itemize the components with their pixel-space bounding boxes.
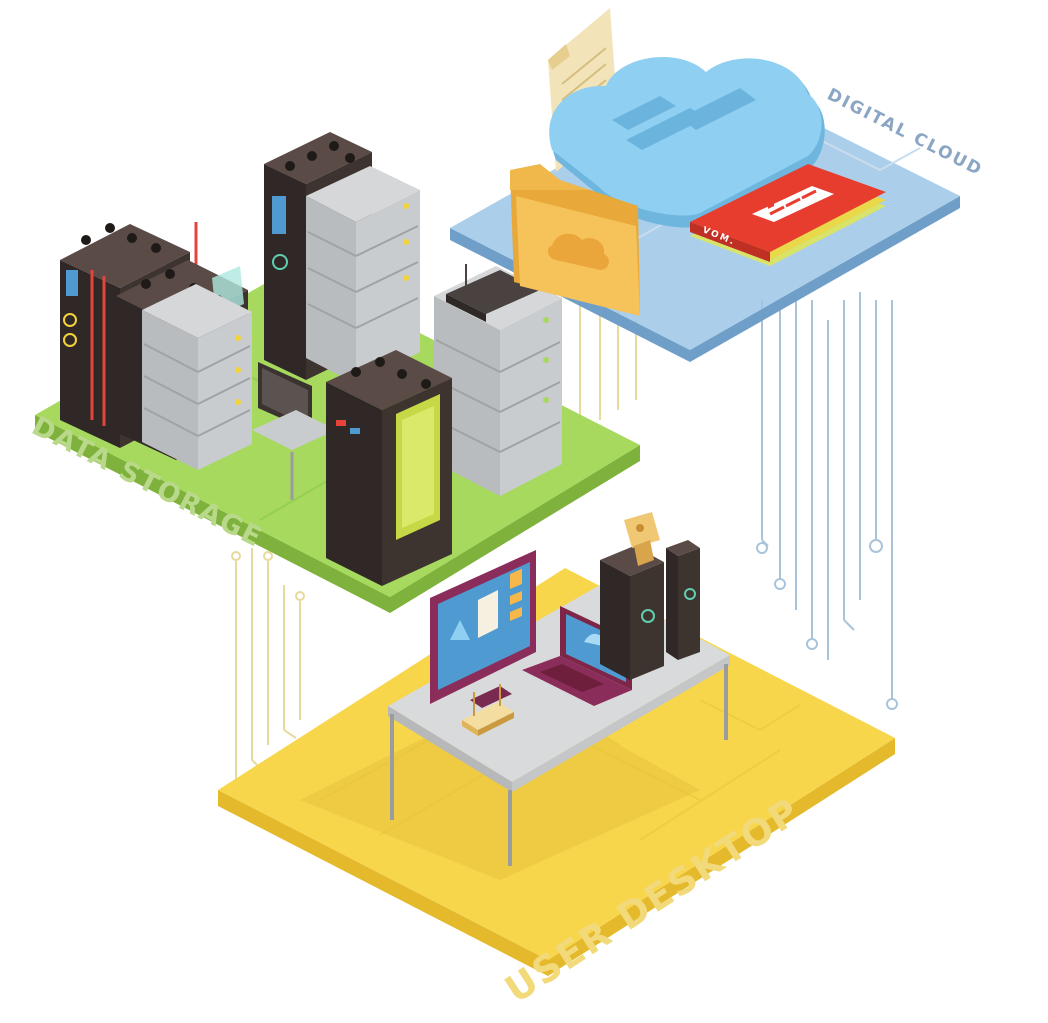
folder-icon	[510, 164, 640, 316]
video-card: VOM.	[690, 164, 886, 266]
shelf-rack-left	[142, 284, 252, 470]
circuit-traces-storage-desktop	[231, 548, 305, 780]
desktop-monitor	[430, 550, 536, 708]
router	[462, 684, 514, 736]
pc-towers	[600, 540, 700, 680]
circuit-traces-cloud-desktop	[756, 292, 898, 710]
trophy-icon	[624, 512, 660, 566]
laptop	[522, 606, 632, 706]
storage-workstation	[252, 362, 336, 500]
cloud-icon	[549, 57, 825, 228]
server-front-yellow-door	[326, 350, 452, 586]
shelf-rack-right	[434, 258, 562, 496]
shelf-rack-tall	[306, 166, 420, 384]
